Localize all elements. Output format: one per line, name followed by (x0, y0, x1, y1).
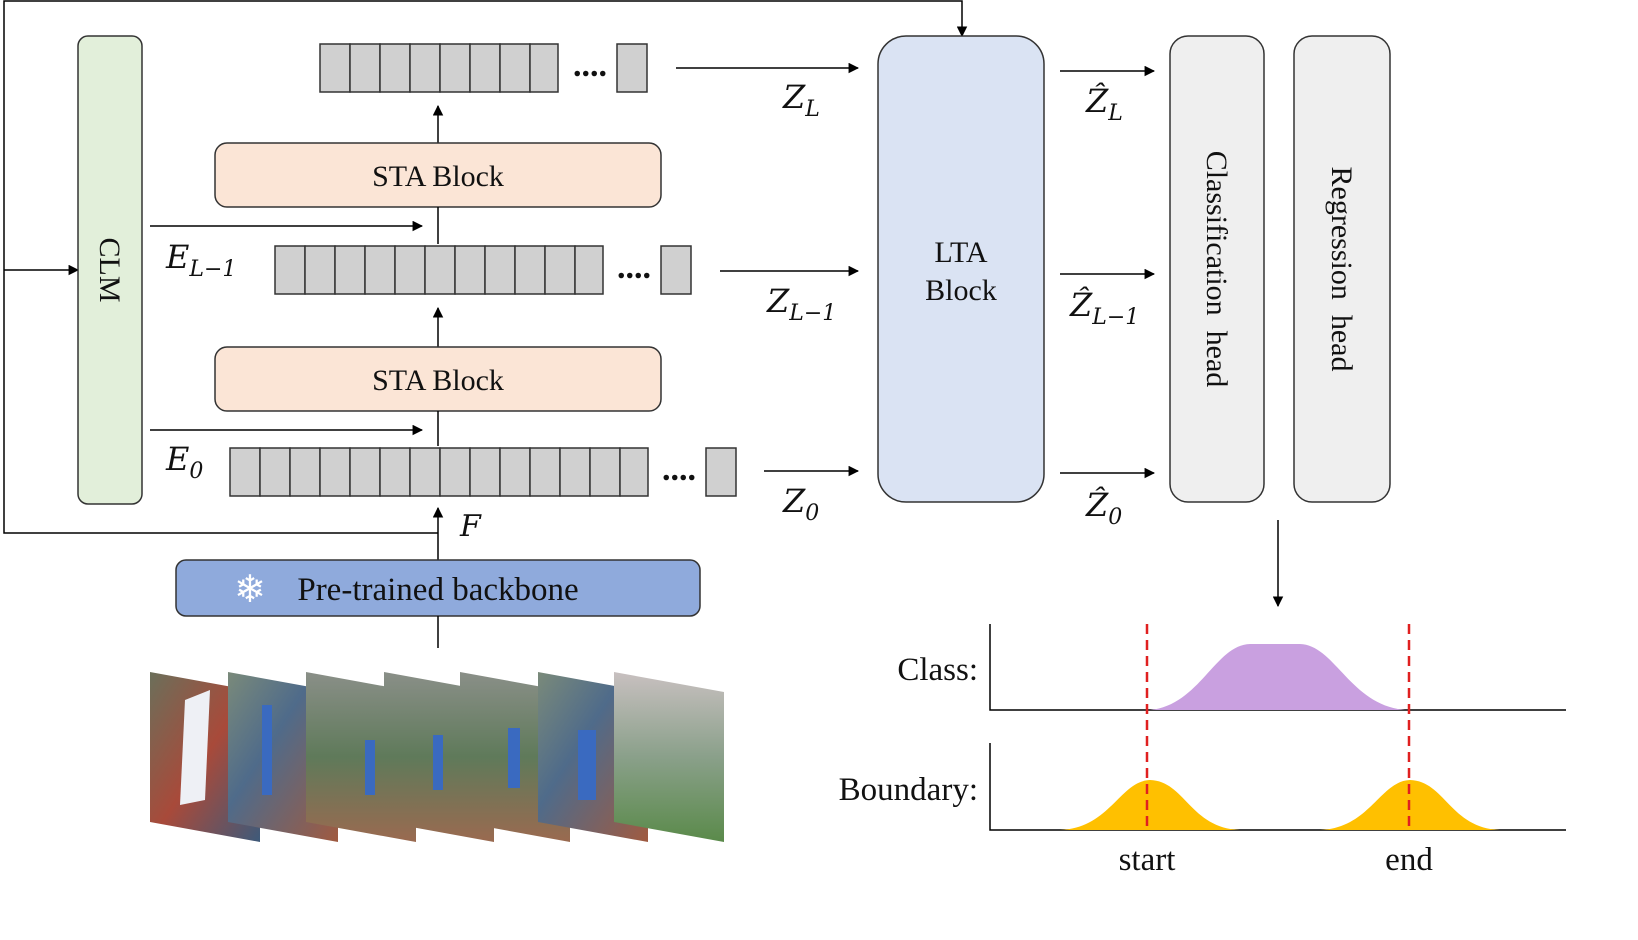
frame-athlete (365, 740, 375, 795)
feature-row-bottom (229, 447, 737, 497)
label-e-0: E0 (165, 440, 203, 484)
lta-label-line1: LTA (934, 236, 987, 269)
class-label: Class: (897, 652, 978, 688)
feature-row-middle (274, 245, 692, 295)
sta-bottom-label: STA Block (372, 364, 504, 397)
regression-head-block (1293, 35, 1391, 503)
classification-head-label: Classification head (1200, 151, 1233, 388)
class-curve (1150, 644, 1405, 710)
boundary-label: Boundary: (839, 772, 978, 808)
snowflake-icon: ❄ (234, 567, 266, 611)
label-zhat-l: ẐL (1085, 82, 1123, 126)
lta-block (877, 35, 1045, 503)
dots-middle: .... (617, 249, 651, 286)
end-label: end (1385, 842, 1433, 878)
boundary-axes (989, 743, 1566, 831)
frame-athlete (433, 735, 443, 790)
label-zhat-0: Ẑ0 (1085, 486, 1122, 530)
sta-top-label: STA Block (372, 160, 504, 193)
regression-head-label: Regression head (1325, 167, 1358, 372)
backbone-label: Pre-trained backbone (297, 572, 578, 608)
label-zhat-l-minus-1: ẐL−1 (1069, 286, 1139, 330)
feature-row-top (319, 43, 648, 93)
dots-top: .... (573, 47, 607, 84)
frame-athlete (508, 728, 520, 788)
lta-label-line2: Block (925, 274, 997, 307)
label-z-0: Z0 (782, 482, 819, 526)
output-plot: Class: Boundary: start end (839, 624, 1566, 878)
dots-bottom: .... (662, 451, 696, 488)
label-z-l: ZL (782, 78, 820, 122)
feedback-line (3, 0, 968, 534)
boundary-curve-start (1060, 780, 1240, 830)
label-f: F (459, 509, 482, 544)
frame-athlete (262, 705, 272, 795)
classification-head-block (1169, 35, 1265, 503)
video-frame (614, 672, 724, 842)
frame-flag (180, 690, 210, 805)
label-e-l-minus-1: EL−1 (165, 238, 236, 282)
frame-athlete (578, 730, 596, 800)
clm-block (77, 35, 143, 505)
clm-label: CLM (93, 237, 126, 302)
video-frames (150, 672, 724, 842)
start-label: start (1119, 842, 1176, 878)
label-z-l-minus-1: ZL−1 (766, 282, 836, 326)
